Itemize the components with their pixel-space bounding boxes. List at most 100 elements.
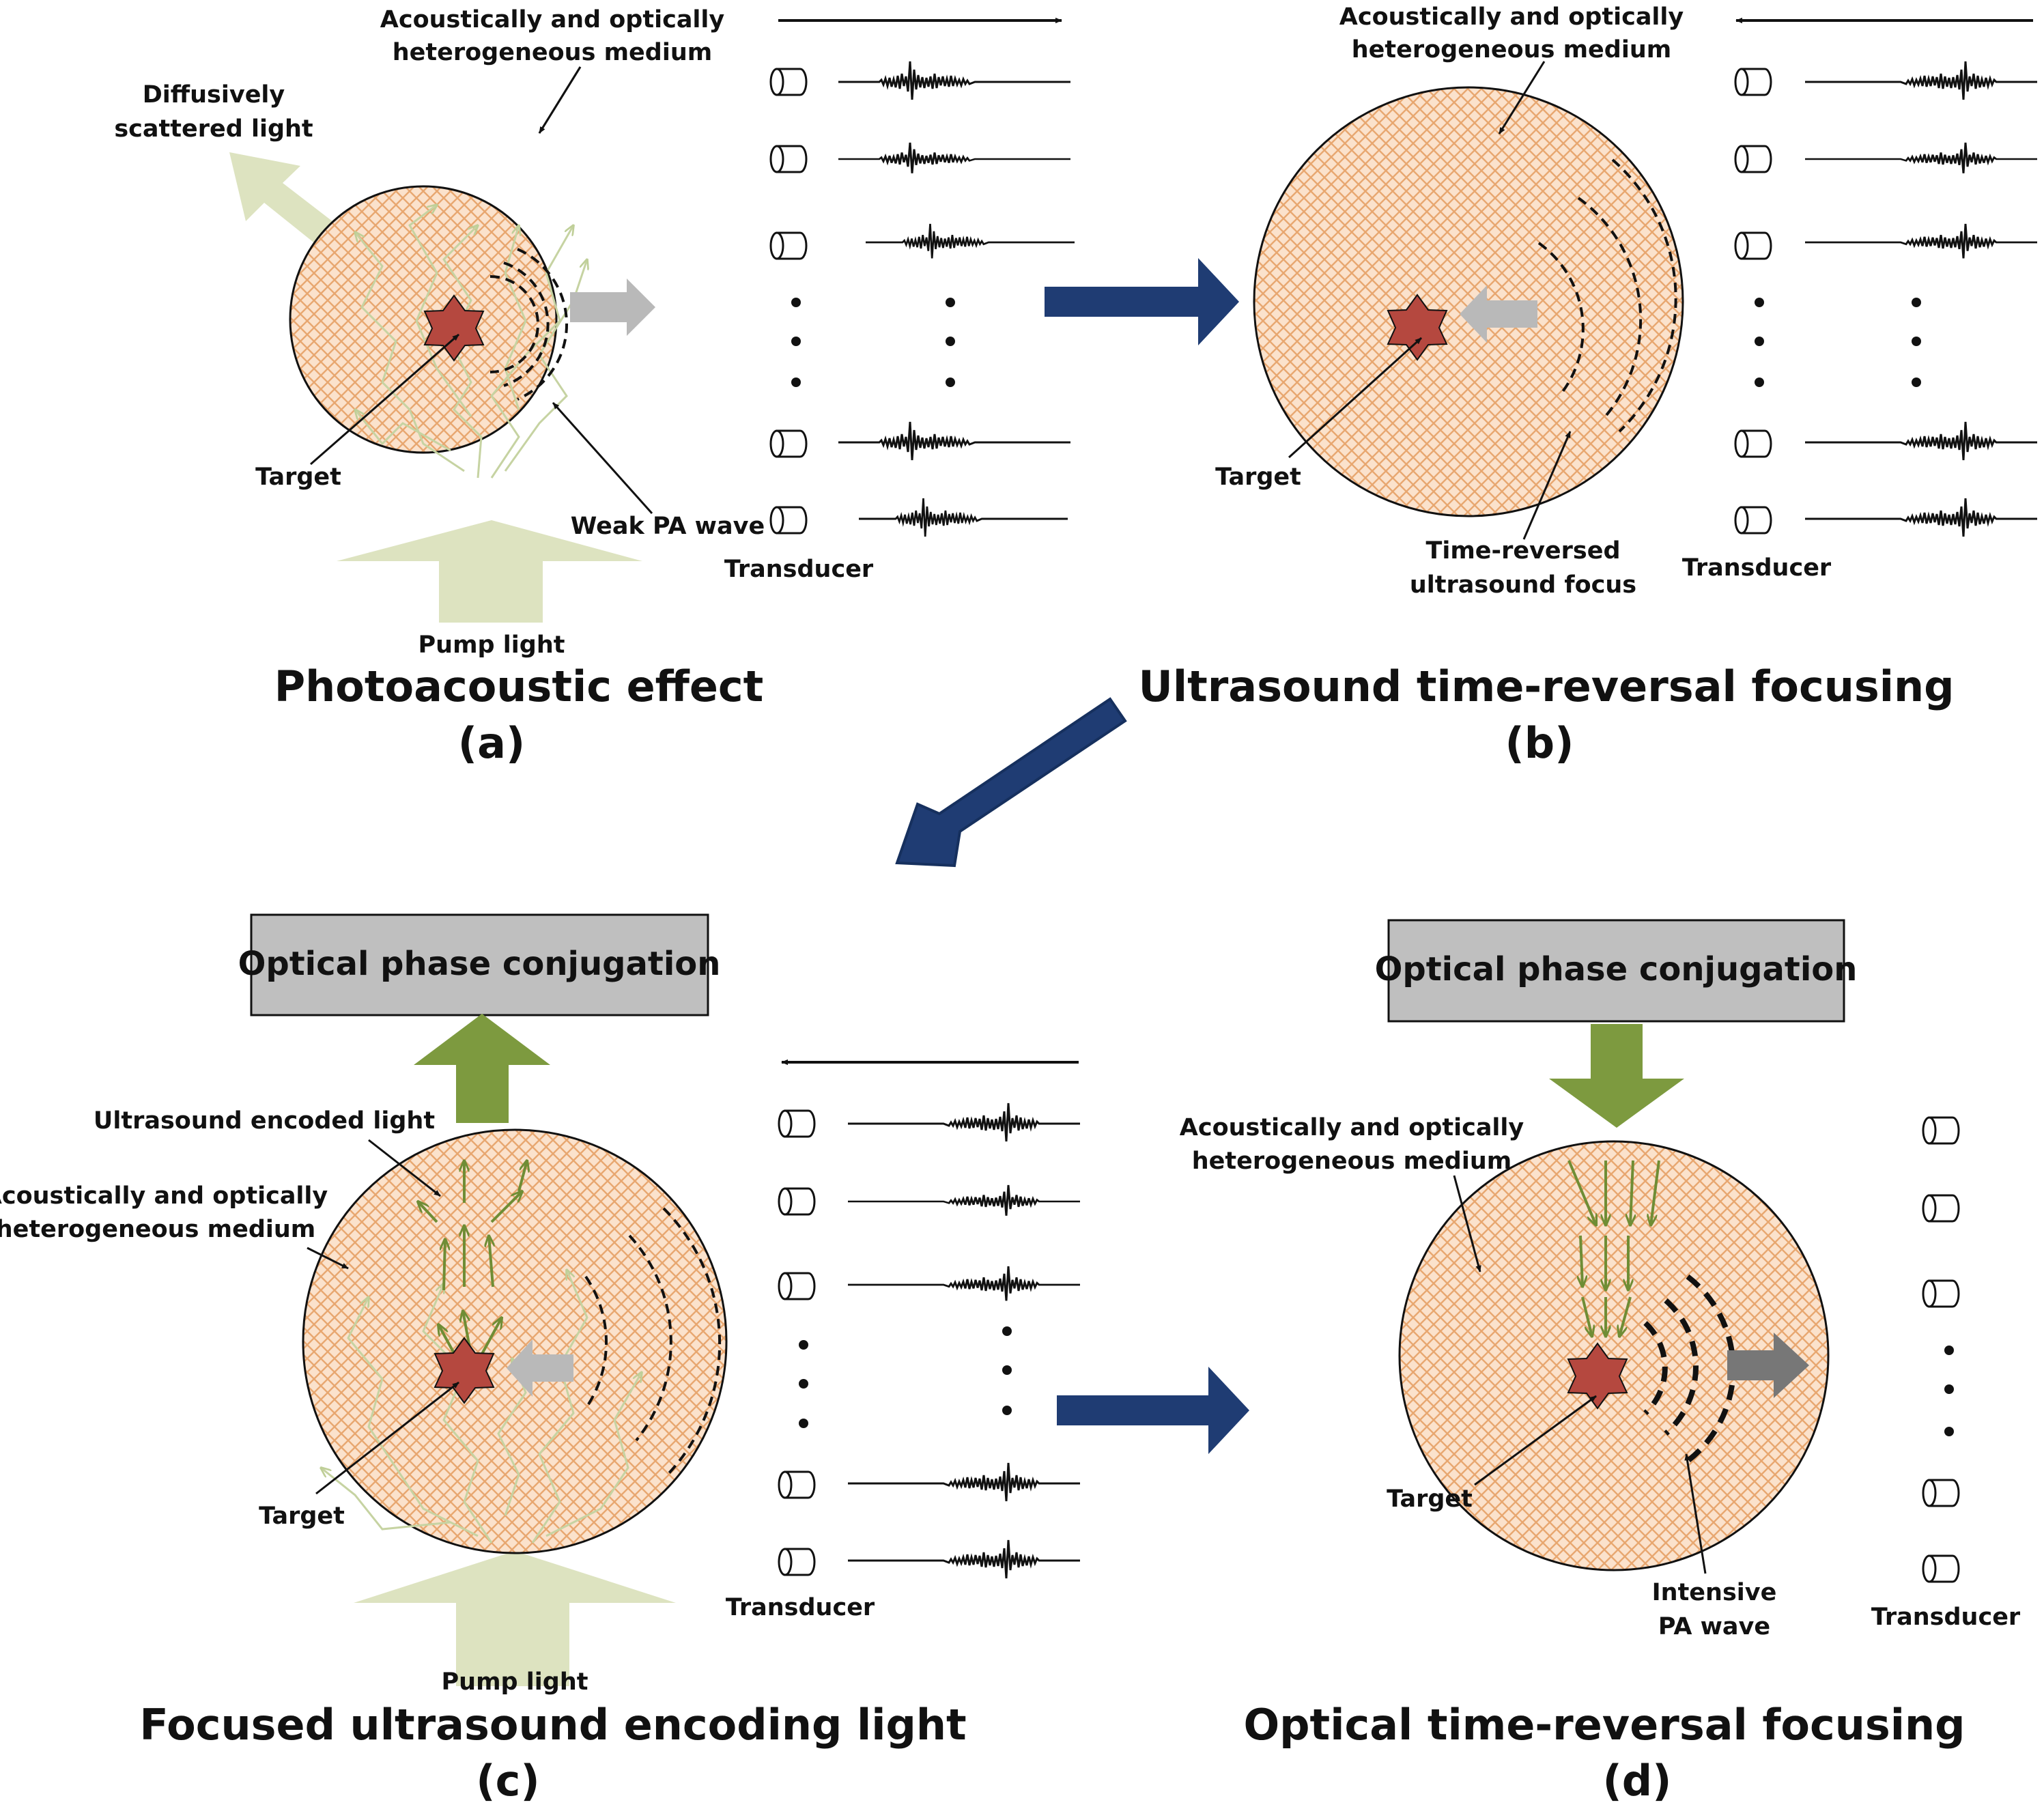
transducer-icon bbox=[1922, 1554, 1960, 1583]
ellipsis-dots bbox=[1755, 298, 1921, 387]
pump-light-arrow bbox=[337, 520, 642, 623]
transducer-icon bbox=[778, 1109, 816, 1138]
medium-circle bbox=[1253, 86, 1684, 517]
leader-target bbox=[315, 1381, 459, 1495]
panel-d-caption: (d) bbox=[1602, 1756, 1671, 1806]
medium-label-line2: heterogeneous medium bbox=[0, 1216, 315, 1243]
transducer-icon bbox=[778, 1470, 816, 1499]
transducer-icon bbox=[778, 1548, 816, 1576]
panel-c-caption: (c) bbox=[476, 1756, 539, 1806]
medium-circle bbox=[1398, 1140, 1830, 1571]
medium-label-line1: Acoustically and optically bbox=[1339, 3, 1684, 31]
ellipsis-dots bbox=[799, 1326, 1012, 1428]
intensive-label-line1: Intensive bbox=[1652, 1579, 1777, 1606]
time-reversed-signals bbox=[1804, 60, 2039, 538]
scattered-light-paths bbox=[321, 1270, 642, 1543]
opc-box-label: Optical phase conjugation bbox=[1375, 950, 1858, 988]
target-star bbox=[423, 294, 485, 362]
signal-trace bbox=[857, 497, 1069, 538]
panel-c-title: Focused ultrasound encoding light bbox=[139, 1700, 966, 1750]
medium-label-line2: heterogeneous medium bbox=[393, 39, 713, 66]
transducer-icon bbox=[769, 506, 808, 535]
signal-trace bbox=[847, 1102, 1081, 1143]
panel-a-caption: (a) bbox=[458, 718, 526, 768]
transducer-array bbox=[1734, 68, 1772, 535]
ellipsis-dots bbox=[791, 298, 955, 387]
scattered-light-paths bbox=[355, 205, 587, 479]
transducer-label: Transducer bbox=[1682, 554, 1832, 582]
transducer-icon bbox=[1922, 1194, 1960, 1223]
leader-target bbox=[310, 333, 459, 466]
transducer-icon bbox=[1734, 231, 1772, 260]
transducer-icon bbox=[1922, 1479, 1960, 1507]
transducer-icon bbox=[769, 68, 808, 96]
target-star bbox=[1567, 1342, 1628, 1410]
encoded-light-up-arrow bbox=[414, 1014, 550, 1123]
focus-label-line2: ultrasound focus bbox=[1410, 571, 1636, 599]
panel-a-title: Photoacoustic effect bbox=[274, 661, 764, 711]
conjugated-light-arrows bbox=[1567, 1160, 1660, 1337]
leader-medium bbox=[1498, 61, 1546, 134]
panel-c: Optical phase conjugation bbox=[0, 913, 1081, 1806]
leader-encoded bbox=[368, 1139, 441, 1197]
signal-trace bbox=[847, 1462, 1081, 1503]
signal-trace bbox=[837, 421, 1072, 461]
signal-trace bbox=[864, 223, 1076, 259]
conjugated-light-down-arrow bbox=[1549, 1024, 1684, 1128]
ellipsis-dots bbox=[1944, 1346, 1954, 1436]
flow-arrow-b-to-c bbox=[895, 697, 1127, 868]
medium-label-line1: Acoustically and optically bbox=[0, 1182, 328, 1210]
transducer-icon bbox=[1734, 429, 1772, 458]
signal-trace bbox=[1804, 141, 2039, 175]
focused-ultrasound-arcs bbox=[584, 1207, 722, 1476]
panel-a: Acoustically and optically heterogeneous… bbox=[114, 6, 1076, 768]
focus-label-line1: Time-reversed bbox=[1425, 537, 1620, 565]
leader-intensive bbox=[1684, 1453, 1707, 1574]
leader-focus bbox=[1522, 431, 1572, 540]
leader-medium bbox=[1453, 1175, 1481, 1272]
pump-light-label: Pump light bbox=[418, 631, 565, 659]
transducer-icon bbox=[778, 1187, 816, 1216]
signal-trace bbox=[847, 1539, 1081, 1580]
signal-trace bbox=[1804, 60, 2039, 101]
medium-label-line2: heterogeneous medium bbox=[1352, 36, 1672, 63]
leader-target bbox=[1474, 1395, 1597, 1486]
encoded-light-label: Ultrasound encoded light bbox=[94, 1107, 435, 1135]
target-label: Target bbox=[1387, 1485, 1473, 1513]
panel-b-caption: (b) bbox=[1505, 718, 1574, 768]
time-reversed-wave-arcs bbox=[1537, 158, 1677, 433]
target-label: Target bbox=[1215, 464, 1301, 491]
panel-d-title: Optical time-reversal focusing bbox=[1243, 1700, 1965, 1750]
acoustic-propagation-arrow bbox=[570, 279, 655, 336]
leader-weak-pa bbox=[552, 401, 653, 515]
medium-label-line1: Acoustically and optically bbox=[1180, 1114, 1524, 1141]
medium-circle bbox=[289, 185, 558, 454]
signal-trace bbox=[847, 1265, 1081, 1302]
medium-label-line1: Acoustically and optically bbox=[380, 6, 725, 33]
panel-b: Acoustically and optically heterogeneous… bbox=[1138, 3, 2039, 768]
transducer-icon bbox=[769, 231, 808, 260]
scattered-label-line1: Diffusively bbox=[143, 81, 285, 109]
target-star bbox=[434, 1337, 495, 1404]
intensive-label-line2: PA wave bbox=[1658, 1613, 1770, 1640]
signal-trace bbox=[1804, 421, 2039, 461]
converging-wave-arrow bbox=[507, 1339, 573, 1397]
target-label: Target bbox=[259, 1503, 345, 1530]
time-reversed-signals bbox=[847, 1102, 1081, 1580]
panel-d: Optical phase conjugation Acoustically a… bbox=[1180, 919, 2021, 1806]
transducer-label: Transducer bbox=[726, 1594, 875, 1621]
transducer-icon bbox=[1734, 145, 1772, 173]
leader-target bbox=[1288, 337, 1423, 459]
transducer-label: Transducer bbox=[1871, 1604, 2021, 1631]
converging-wave-arrow bbox=[1460, 285, 1537, 343]
opc-box bbox=[250, 913, 709, 1016]
opc-box-label: Optical phase conjugation bbox=[238, 945, 721, 983]
transducer-icon bbox=[769, 145, 808, 173]
scattered-label-line2: scattered light bbox=[114, 115, 313, 143]
transducer-array bbox=[769, 68, 808, 535]
transducer-array bbox=[778, 1109, 816, 1576]
transducer-icon bbox=[1922, 1279, 1960, 1308]
pump-light-label: Pump light bbox=[442, 1668, 588, 1696]
panel-b-title: Ultrasound time-reversal focusing bbox=[1138, 661, 1954, 711]
